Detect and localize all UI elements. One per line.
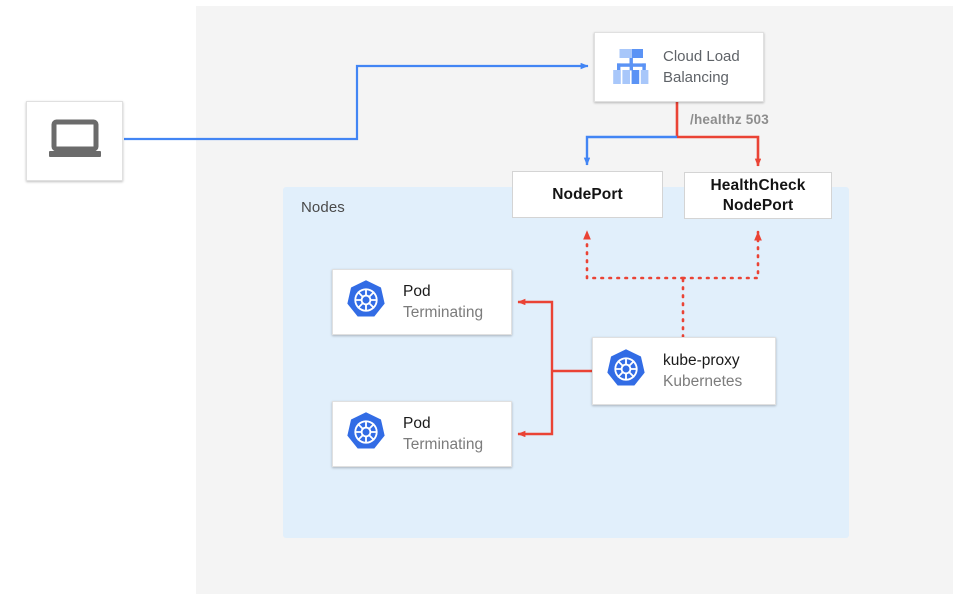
- kubernetes-icon: [345, 411, 387, 458]
- pod-labels: Pod Terminating: [403, 414, 483, 455]
- pod-labels: Pod Terminating: [403, 282, 483, 323]
- kube-proxy-subtitle: Kubernetes: [663, 372, 743, 390]
- kube-proxy-labels: kube-proxy Kubernetes: [663, 351, 742, 392]
- kube-proxy-card: kube-proxy Kubernetes: [592, 337, 776, 405]
- pod-status: Terminating: [403, 435, 484, 453]
- nodeport-label: NodePort: [552, 185, 623, 203]
- kubernetes-icon: [605, 348, 647, 395]
- cloud-load-balancing-title-line2: Balancing: [663, 69, 729, 86]
- healthcheck-nodeport-label-line1: HealthCheck: [710, 176, 806, 194]
- cloud-load-balancing-labels: Cloud Load Balancing: [663, 46, 740, 88]
- client-device-card: [26, 101, 123, 181]
- pod-card: Pod Terminating: [332, 269, 512, 335]
- healthcheck-nodeport-box: HealthCheck NodePort: [684, 172, 832, 219]
- healthz-status-label: /healthz 503: [690, 112, 769, 127]
- laptop-icon: [47, 119, 103, 164]
- cloud-load-balancing-icon: [605, 47, 657, 87]
- kubernetes-icon: [345, 279, 387, 326]
- cloud-load-balancing-title-line1: Cloud Load: [663, 48, 740, 65]
- nodeport-box: NodePort: [512, 171, 663, 218]
- cloud-load-balancing-card: Cloud Load Balancing: [594, 32, 764, 102]
- kube-proxy-title: kube-proxy: [663, 351, 740, 369]
- pod-title: Pod: [403, 414, 431, 432]
- pod-card: Pod Terminating: [332, 401, 512, 467]
- nodes-region-label: Nodes: [301, 199, 345, 216]
- pod-title: Pod: [403, 282, 431, 300]
- pod-status: Terminating: [403, 303, 484, 321]
- healthcheck-nodeport-label-line2: NodePort: [722, 196, 794, 214]
